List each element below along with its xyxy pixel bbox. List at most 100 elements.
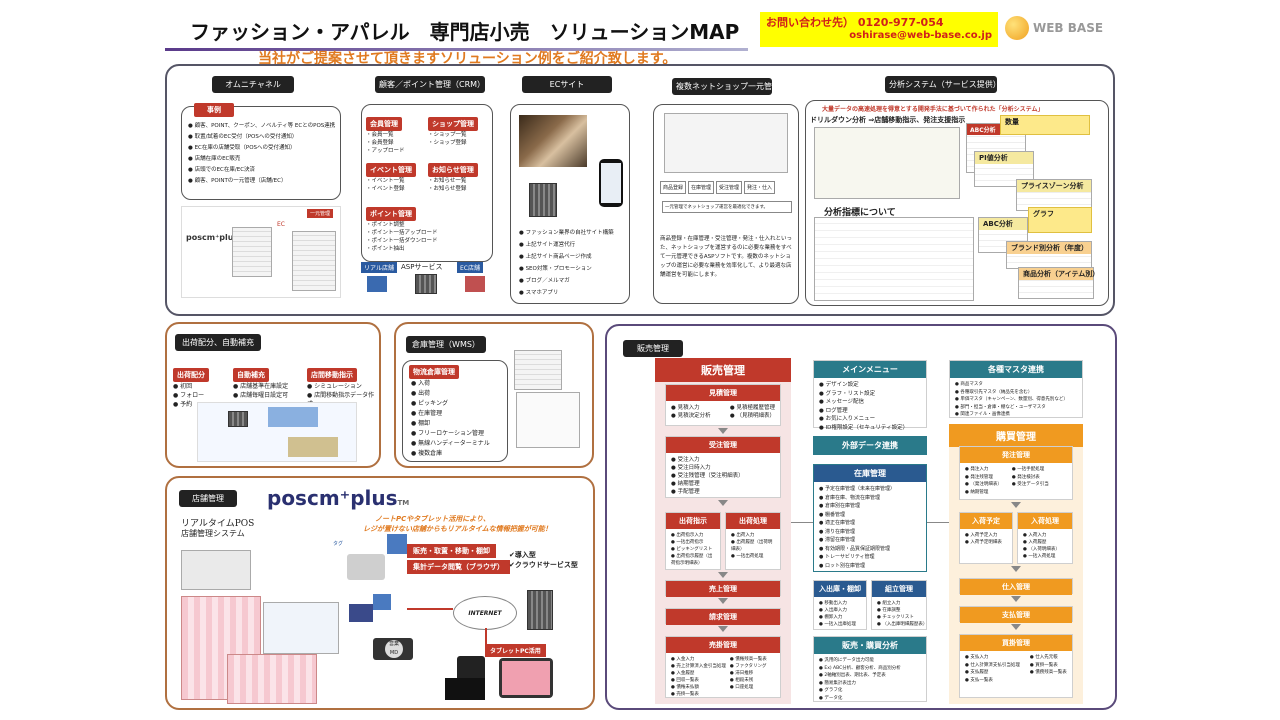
top-panel: オムニチャネル 事例 顧客、POINT、クーポン、ノベルティ等 ECとのPOS連… xyxy=(165,64,1115,316)
section-title: 支払管理 xyxy=(960,607,1072,623)
list-item: ポイント抽出 xyxy=(366,245,438,253)
section-title: 受注管理 xyxy=(666,437,780,453)
logo-text: WEB BASE xyxy=(1033,21,1104,35)
list-item: 店舗基準在庫設定 xyxy=(233,382,288,391)
master-link: 各種マスタ連携 商品マスタ 各種取引先マスタ（納品先を含む） 単価マスタ（キャン… xyxy=(949,360,1083,418)
multi-flow: 商品登録 在庫管理 受注管理 発注・仕入 xyxy=(660,181,776,194)
list-item: 部門・担当・倉庫・棚など・ユーザマスタ xyxy=(955,404,1077,412)
store-check: ✔導入型 xyxy=(509,551,536,559)
sales-section-ship-instruction: 出荷指示 出荷指示入力 一括出荷指示 ピッキングリスト 出荷指示履歴（出荷指示明… xyxy=(665,512,721,570)
list-item: 出荷指示履歴（出荷指示明細表） xyxy=(671,553,715,567)
multi-box: 商品登録 在庫管理 受注管理 発注・仕入 一元管理でネットショップ運営を最適化で… xyxy=(653,104,799,304)
store-tagline-1: ノートPCやタブレット活用により、 xyxy=(375,515,490,523)
sheet-tag: ABC分析 xyxy=(967,124,1025,135)
list-item: 汎用的にデータ出力可能 xyxy=(819,657,921,665)
list-item: 一括出荷指示 xyxy=(671,539,715,546)
purchase-section-buy: 仕入管理 xyxy=(959,578,1073,595)
list-item: 一括入出庫処理 xyxy=(819,621,861,628)
list-item: 入荷 xyxy=(411,379,490,389)
register-icon xyxy=(347,554,385,580)
tablet-icon xyxy=(499,658,553,698)
shipping-group-title: 出荷配分 xyxy=(173,368,209,382)
store-panel: 店舗管理 poscm⁺plusTM リアルタイムPOS 店舗管理システム ノート… xyxy=(165,476,595,710)
store-icon xyxy=(387,534,407,554)
analysis-sheet: グラフ xyxy=(1028,207,1092,233)
omni-center-label: EC xyxy=(277,221,285,228)
list-item: ショップ登録 xyxy=(428,139,478,147)
list-item: 会員一覧 xyxy=(366,131,405,139)
list-item: 無線ハンディーターミナル xyxy=(411,439,490,449)
section-title: 出荷指示 xyxy=(666,513,720,529)
contact-label: お問い合わせ先） xyxy=(766,16,854,29)
logo-mark-icon xyxy=(1005,16,1029,40)
flow-arrow xyxy=(718,500,728,506)
list-item: 適正在庫管理 xyxy=(819,519,921,528)
warehouse-icon xyxy=(268,407,318,427)
list-item: 関連ファイル・画像連携 xyxy=(955,411,1077,419)
list-item: チェックリスト xyxy=(877,614,921,621)
list-item: 発注入力 xyxy=(965,466,1002,474)
mobile-label: 営業 MD xyxy=(385,640,403,658)
section-title: 買掛管理 xyxy=(960,635,1072,651)
list-item: 商品マスタ xyxy=(955,381,1077,389)
contact-email: oshirase@web-base.co.jp xyxy=(849,30,992,41)
list-item: 出荷 xyxy=(411,389,490,399)
list-item: 債務残高一覧表 xyxy=(1030,669,1067,677)
pos-register-image xyxy=(181,550,251,590)
page-subtitle: 当社がご提案させて頂きますソリューション例をご紹介致します。 xyxy=(258,51,677,67)
list-item: 相殺未残 xyxy=(730,677,767,684)
section-title: 入荷処理 xyxy=(1018,513,1072,529)
metrics-table xyxy=(814,217,974,301)
list-item: 仕入計算済支払引当処理 xyxy=(965,662,1020,670)
list-item: 一括手配処理 xyxy=(1012,466,1049,474)
purchase-analysis: 販売・購買分析 汎用的にデータ出力可能 Ex) ABC分析、顧客分析、商品別分析… xyxy=(813,636,927,702)
flow-step: 商品登録 xyxy=(660,181,687,194)
shipping-group-replenish: 自動補充 店舗基準在庫設定 店舗毎曜日設定可 xyxy=(233,362,288,400)
list-item: ファクタリング xyxy=(730,663,767,670)
section-title: 売掛管理 xyxy=(666,637,780,653)
list-item: 見積入力 xyxy=(671,404,711,412)
contact-phone: 0120-977-054 xyxy=(857,16,944,29)
list-item: グラフ・リスト設定 xyxy=(819,390,921,399)
analysis-sheet: 数量 xyxy=(1000,115,1090,135)
list-item: （見積明細表） xyxy=(730,412,775,420)
list-item: 受注残管理（受注明細表） xyxy=(671,472,775,480)
section-title: 入荷予定 xyxy=(960,513,1012,529)
external-data-link: 外部データ連携 xyxy=(813,436,927,455)
list-item: 店舗在庫のEC販売 xyxy=(188,154,335,165)
server-icon xyxy=(415,274,437,294)
sales-section-order: 受注管理 受注入力 受注日時入力 受注残管理（受注明細表） 納期管理 手配管理 xyxy=(665,436,781,498)
list-item: 棚番管理 xyxy=(819,511,921,520)
list-item: ピッキング xyxy=(411,399,490,409)
purchase-section-receive: 入荷処理 入荷入力 入荷履歴 （入荷明細表） 一括入荷処理 xyxy=(1017,512,1073,564)
sheet-tag: グラフ xyxy=(1033,210,1054,218)
pos-subtitle: 店舗管理システム xyxy=(181,529,245,538)
list-item: お知らせ一覧 xyxy=(428,177,478,185)
sheet-tag: ABC分析 xyxy=(979,218,1027,230)
list-item: 手配管理 xyxy=(671,488,775,496)
shipping-group-title: 店間移動指示 xyxy=(307,368,357,382)
list-item: 在庫管理 xyxy=(411,409,490,419)
list-item: トレーサビリティ管理 xyxy=(819,553,921,562)
crm-group-title: お知らせ管理 xyxy=(428,163,478,177)
list-item: 入荷予定明細表 xyxy=(965,539,1007,546)
omni-case-list: 顧客、POINT、クーポン、ノベルティ等 ECとのPOS連携 取置/試着のEC受… xyxy=(188,121,336,187)
multi-diagram xyxy=(664,113,788,173)
shipping-panel: 出荷配分、自動補充 出荷配分 初回 フォロー 予約 自動補充 店舗基準在庫設定 … xyxy=(165,322,381,468)
ec-list: ファッション業界の自社サイト構築 上記サイト運営代行 上記サイト商品ページ作成 … xyxy=(519,227,614,299)
purchase-column-title: 購買管理 xyxy=(949,424,1083,447)
wms-panel: 倉庫管理（WMS） 物流倉庫管理 入荷 出荷 ピッキング 在庫管理 棚卸 フリー… xyxy=(394,322,594,468)
section-title: 発注管理 xyxy=(960,447,1072,463)
shipping-group-allocation: 出荷配分 初回 フォロー 予約 xyxy=(173,362,209,409)
smartphone-icon xyxy=(599,159,623,207)
assembly-section: 組立管理 組立入力 在庫調整 チェックリスト （入出庫明細履歴表） xyxy=(871,580,927,630)
analysis-box: 大量データの高速処理を得意とする開発手法に基づいて作られた「分析システム」 ドリ… xyxy=(805,100,1109,306)
multi-description: 商品登録・在庫管理・受注管理・発注・仕入れといった、ネットショップを運営するのに… xyxy=(660,236,793,278)
list-item: ポイント一括ダウンロード xyxy=(366,237,438,245)
omni-case-label: 事例 xyxy=(194,103,234,117)
list-item: 受注入力 xyxy=(671,456,775,464)
sales-section-billing: 請求管理 xyxy=(665,608,781,625)
list-item: 倉庫別在庫管理 xyxy=(819,502,921,511)
ec-box: ファッション業界の自社サイト構築 上記サイト運営代行 上記サイト商品ページ作成 … xyxy=(510,104,630,304)
flow-arrow xyxy=(1011,596,1021,602)
